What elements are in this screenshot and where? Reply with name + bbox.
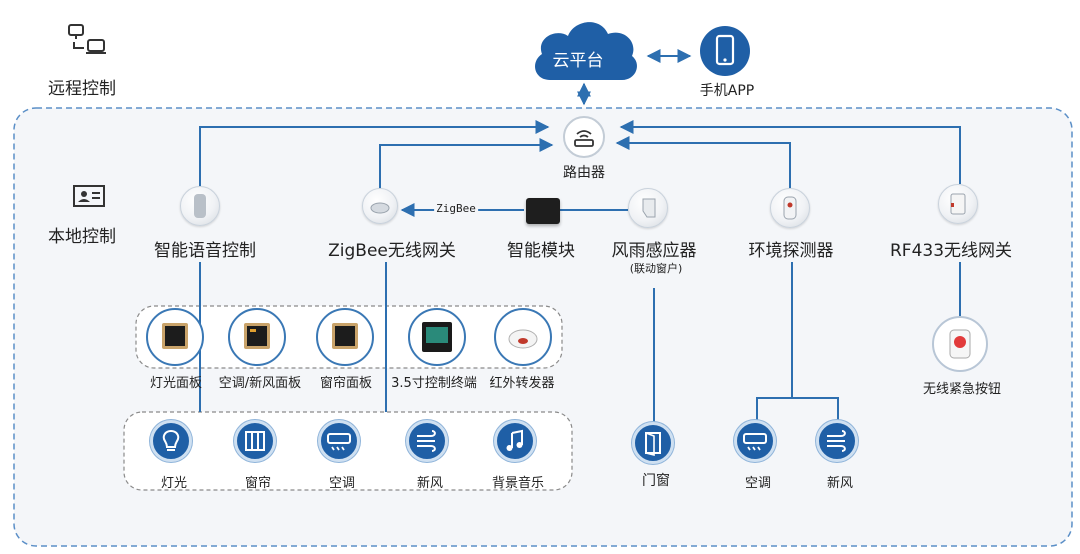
cloud-label: 云平台	[552, 51, 604, 71]
light-panel-icon	[146, 308, 204, 366]
local-control-icon	[72, 184, 106, 208]
ir-repeater-icon	[494, 308, 552, 366]
env-endpoint-label: 新风	[826, 476, 854, 491]
zigbee-gateway-icon	[362, 188, 398, 224]
control-terminal-icon	[408, 308, 466, 366]
smart-speaker-icon	[180, 186, 220, 226]
zigbee-link-label: ZigBee	[434, 202, 478, 215]
door-window-label: 门窗	[642, 473, 670, 489]
panel-label: 窗帘面板	[319, 376, 373, 391]
voice-control-label: 智能语音控制	[154, 241, 256, 261]
smart-module-icon	[526, 198, 560, 224]
cloud-icon	[535, 22, 637, 80]
rf-gateway-label: RF433无线网关	[889, 241, 1013, 261]
env-endpoint-label: 空调	[744, 476, 772, 491]
rain-sensor-label: 风雨感应器	[611, 241, 697, 261]
rain-sensor-icon	[628, 188, 668, 228]
air-conditioner-icon	[318, 420, 360, 462]
endpoint-label: 窗帘	[244, 476, 272, 491]
panel-label: 红外转发器	[489, 376, 555, 391]
panel-label: 空调/新风面板	[218, 376, 302, 391]
panel-label: 3.5寸控制终端	[391, 376, 477, 391]
ac-fresh-air-panel-icon	[228, 308, 286, 366]
air-conditioner-icon	[734, 420, 776, 462]
emergency-button-label: 无线紧急按钮	[922, 382, 1002, 397]
remote-control-label: 远程控制	[48, 79, 116, 99]
fresh-air-icon	[406, 420, 448, 462]
curtain-icon	[234, 420, 276, 462]
smart-module-label: 智能模块	[507, 241, 575, 261]
endpoint-label: 背景音乐	[491, 476, 545, 491]
fresh-air-icon	[816, 420, 858, 462]
remote-devices-icon	[66, 22, 110, 58]
endpoint-label: 新风	[416, 476, 444, 491]
phone-app-label: 手机APP	[699, 83, 755, 99]
phone-app-icon	[700, 26, 750, 76]
cloud-platform: 云平台	[528, 12, 640, 84]
endpoint-label: 灯光	[160, 476, 188, 491]
emergency-button-icon	[932, 316, 988, 372]
zigbee-gateway-label: ZigBee无线网关	[328, 241, 456, 261]
endpoint-label: 空调	[328, 476, 356, 491]
env-detector-label: 环境探测器	[748, 241, 834, 261]
env-detector-icon	[770, 188, 810, 228]
music-icon	[494, 420, 536, 462]
panel-label: 灯光面板	[149, 376, 203, 391]
local-control-label: 本地控制	[48, 227, 116, 247]
rain-sensor-sub-label: (联动窗户)	[629, 262, 683, 275]
rf-gateway-icon	[938, 184, 978, 224]
lightbulb-icon	[150, 420, 192, 462]
curtain-panel-icon	[316, 308, 374, 366]
router-icon	[563, 116, 605, 158]
router-label: 路由器	[563, 165, 605, 181]
door-window-icon	[632, 422, 674, 464]
